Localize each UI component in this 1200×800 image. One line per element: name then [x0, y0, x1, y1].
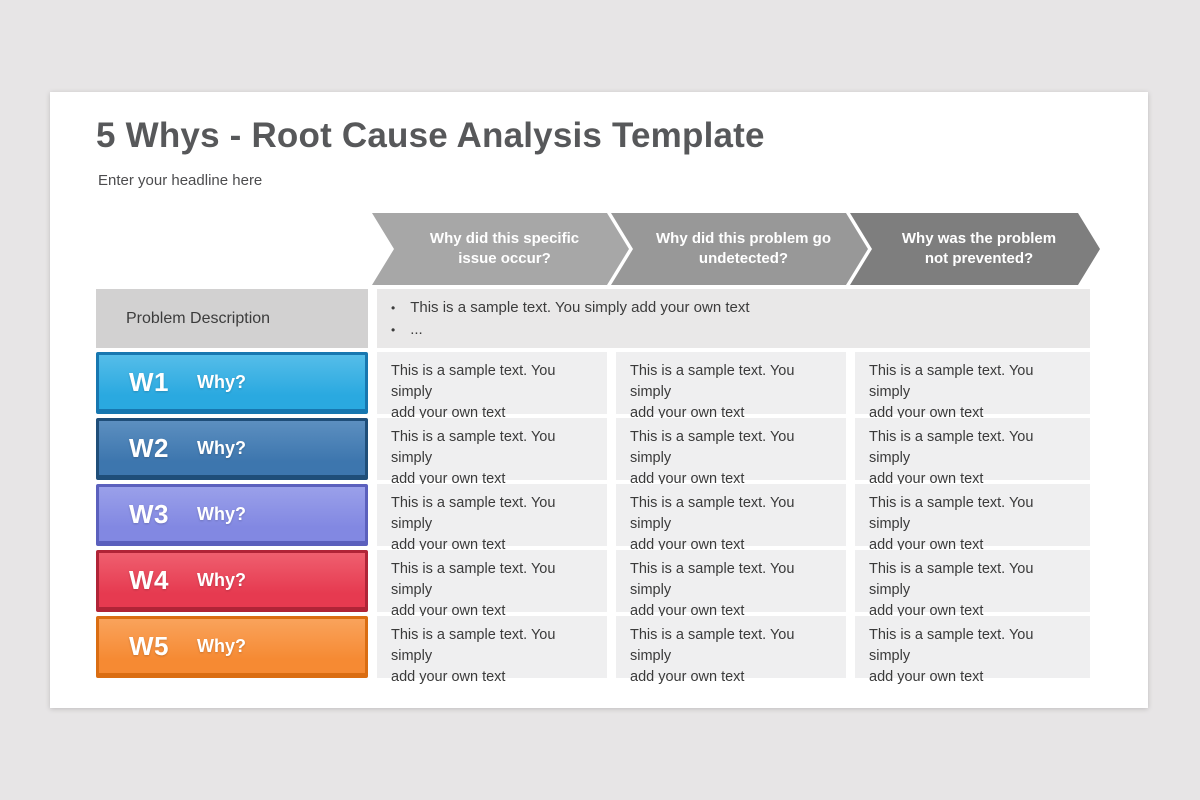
five-whys-table: Why did this specific issue occur? Why d… — [96, 213, 1090, 685]
header-chevron-undetected: Why did this problem go undetected? — [611, 213, 868, 285]
why-row-bar-w3: W3 Why? — [96, 484, 368, 546]
why-row-question: Why? — [197, 437, 246, 458]
answer-cell: This is a sample text. You simply add yo… — [616, 616, 846, 685]
header-chevron-label: Why did this specific issue occur? — [429, 229, 580, 267]
header-chevron-not-prevented: Why was the problem not prevented? — [850, 213, 1100, 285]
why-row-id: W4 — [129, 564, 169, 595]
why-row-id: W3 — [129, 498, 169, 529]
slide-title: 5 Whys - Root Cause Analysis Template — [96, 116, 765, 155]
header-chevron-label: Why did this problem go undetected? — [656, 229, 831, 267]
slide-card: 5 Whys - Root Cause Analysis Template En… — [50, 92, 1148, 708]
header-arrow-band: Why did this specific issue occur? Why d… — [96, 213, 1090, 285]
why-row-question: Why? — [197, 503, 246, 524]
header-chevron-label: Why was the problem not prevented? — [901, 229, 1057, 267]
answer-cell: This is a sample text. You simply add yo… — [377, 484, 607, 553]
answer-cell: This is a sample text. You simply add yo… — [616, 418, 846, 487]
why-row-bar-w1: W1 Why? — [96, 352, 368, 414]
answer-cell: This is a sample text. You simply add yo… — [855, 418, 1090, 487]
answer-cell: This is a sample text. You simply add yo… — [855, 616, 1090, 685]
why-row-question: Why? — [197, 569, 246, 590]
answer-cell: This is a sample text. You simply add yo… — [377, 550, 607, 619]
answer-cell: This is a sample text. You simply add yo… — [616, 484, 846, 553]
why-row-question: Why? — [197, 371, 246, 392]
answer-cell: This is a sample text. You simply add yo… — [855, 550, 1090, 619]
answer-cell: This is a sample text. You simply add yo… — [855, 352, 1090, 421]
answer-cell: This is a sample text. You simply add yo… — [616, 352, 846, 421]
bullet-item: • This is a sample text. You simply add … — [391, 297, 1074, 319]
why-row-bar-w5: W5 Why? — [96, 616, 368, 678]
why-row-id: W2 — [129, 432, 169, 463]
answer-cell: This is a sample text. You simply add yo… — [377, 352, 607, 421]
bullet-dot-icon: • — [391, 323, 396, 337]
why-row-question: Why? — [197, 635, 246, 656]
answer-cell: This is a sample text. You simply add yo… — [855, 484, 1090, 553]
why-row-bar-w4: W4 Why? — [96, 550, 368, 612]
slide-subtitle: Enter your headline here — [98, 172, 263, 189]
bullet-item: • ... — [391, 319, 1074, 341]
header-chevron-issue-occur: Why did this specific issue occur? — [372, 213, 629, 285]
why-row-id: W1 — [129, 366, 169, 397]
why-row-bar-w2: W2 Why? — [96, 418, 368, 480]
answer-cell: This is a sample text. You simply add yo… — [616, 550, 846, 619]
why-row-id: W5 — [129, 630, 169, 661]
bullet-text: ... — [410, 321, 423, 338]
bullet-text: This is a sample text. You simply add yo… — [410, 299, 750, 316]
answer-cell: This is a sample text. You simply add yo… — [377, 418, 607, 487]
bullet-dot-icon: • — [391, 301, 396, 315]
answer-cell: This is a sample text. You simply add yo… — [377, 616, 607, 685]
problem-description-cell: • This is a sample text. You simply add … — [377, 289, 1090, 348]
problem-bullet-list: • This is a sample text. You simply add … — [391, 297, 1074, 341]
problem-description-label: Problem Description — [96, 289, 368, 348]
